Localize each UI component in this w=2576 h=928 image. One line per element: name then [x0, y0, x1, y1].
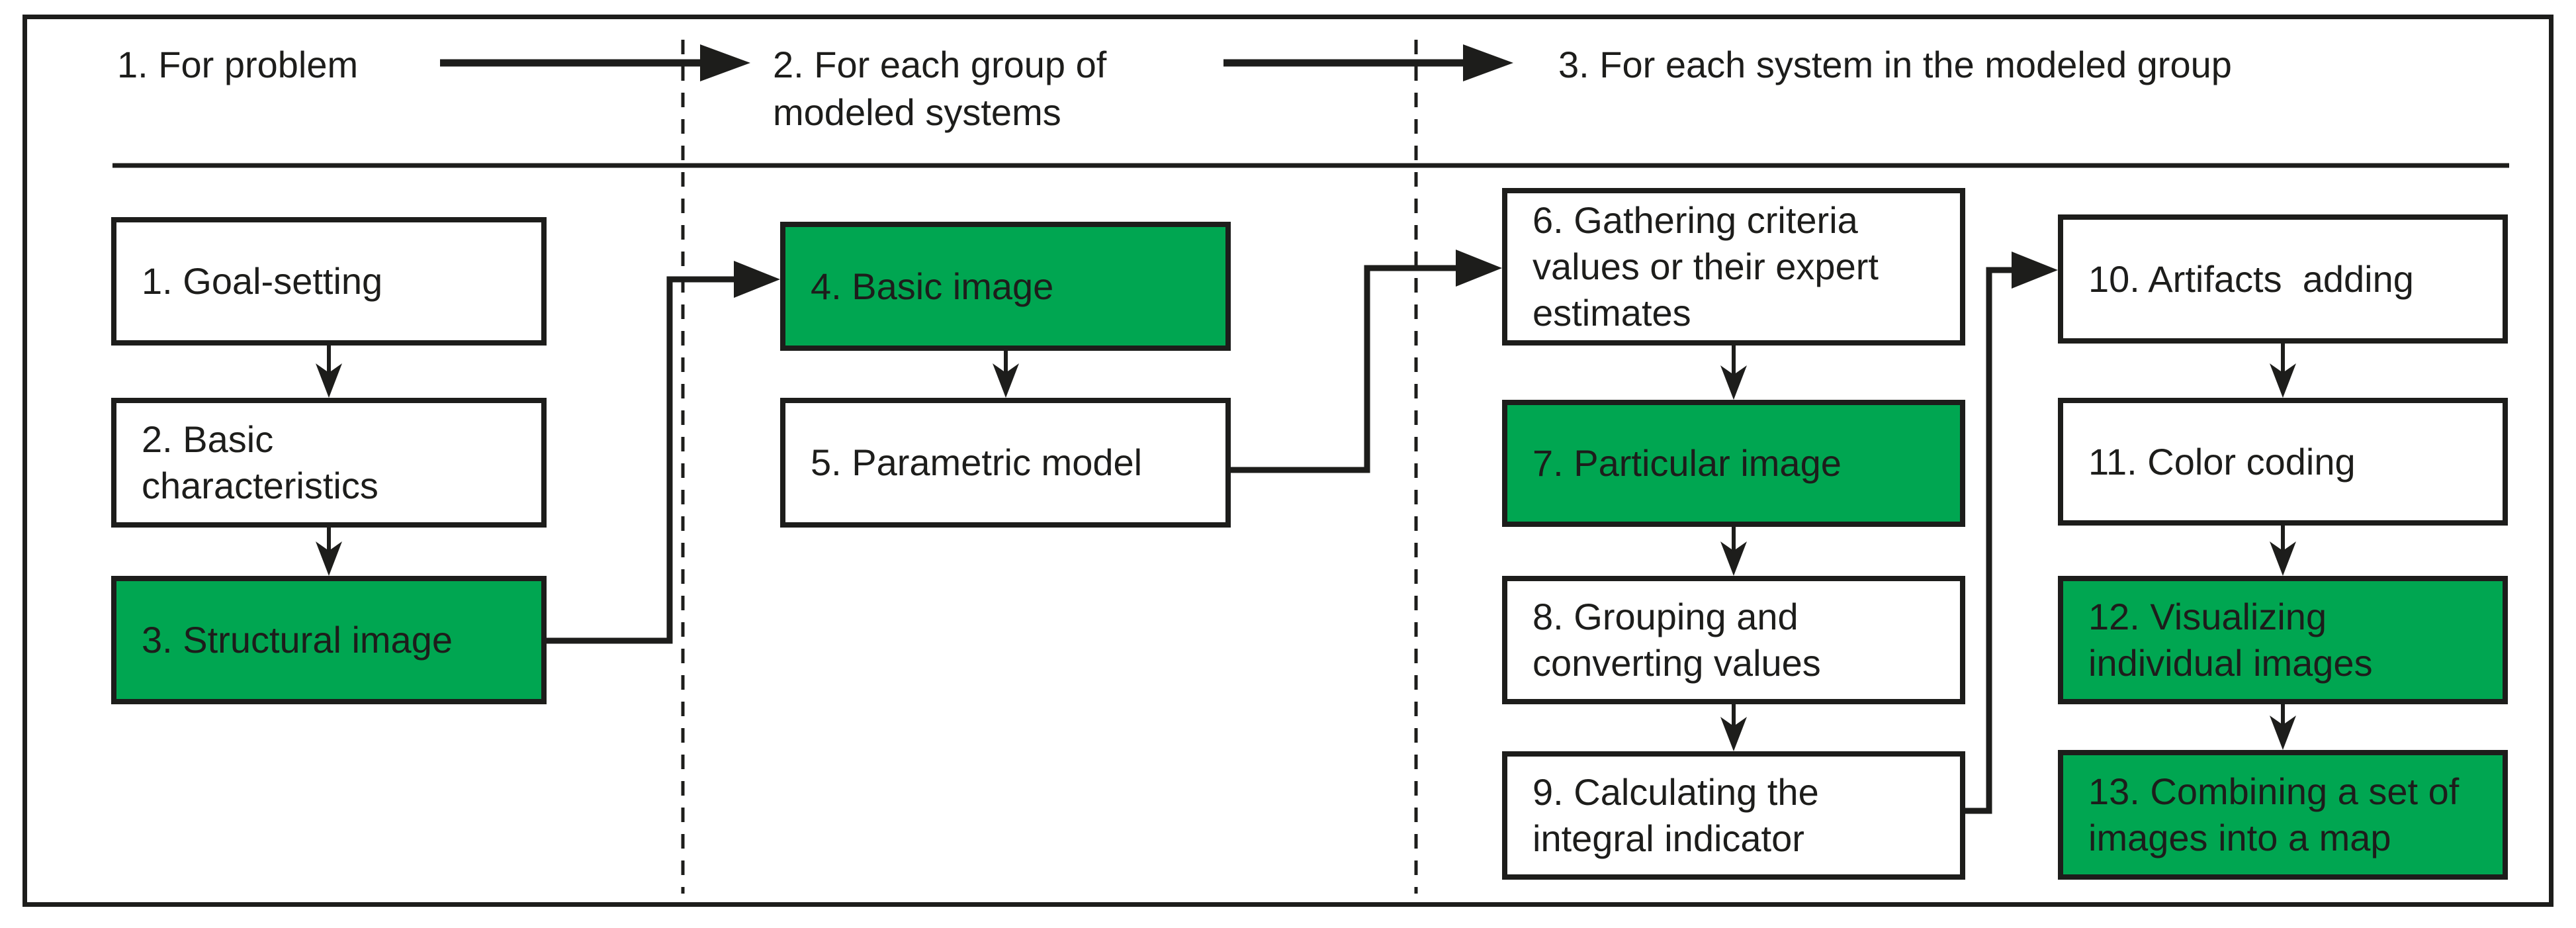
box-10-artifacts-adding: 10. Artifacts adding — [2058, 214, 2508, 344]
phase-label-2: 2. For each group of modeled systems — [773, 44, 1107, 133]
box-label: 5. Parametric model — [811, 441, 1143, 483]
box-1-goal-setting: 1. Goal-setting — [111, 217, 547, 346]
arrow-phase-1-2 — [440, 44, 750, 81]
box-4-basic-image: 4. Basic image — [780, 222, 1231, 351]
connector-box9-box10 — [1965, 252, 2058, 814]
arrow-box8-box9 — [1720, 704, 1747, 751]
arrow-box6-box7 — [1720, 346, 1747, 400]
connector-line — [1965, 267, 2017, 814]
arrowhead-icon — [316, 363, 342, 398]
box-label: 9. Calculating the integral indicator — [1532, 771, 1819, 859]
arrowhead-icon — [1720, 541, 1747, 576]
arrow-box7-box8 — [1720, 527, 1747, 576]
box-label: 12. Visualizing individual images — [2088, 596, 2373, 684]
arrow-box2-box3 — [316, 528, 342, 576]
arrowhead-icon — [700, 44, 750, 81]
arrow-box10-box11 — [2270, 344, 2296, 398]
box-label: 8. Grouping and converting values — [1532, 596, 1821, 684]
connector-box5-box6 — [1231, 250, 1502, 473]
box-3-structural-image: 3. Structural image — [111, 576, 547, 704]
connector-line — [1231, 265, 1462, 473]
arrow-box11-box12 — [2270, 526, 2296, 576]
arrowhead-icon — [2270, 541, 2296, 576]
box-11-color-coding: 11. Color coding — [2058, 398, 2508, 526]
arrow-box1-box2 — [316, 346, 342, 398]
phase-label-3: 3. For each system in the modeled group — [1558, 44, 2232, 85]
box-5-parametric-model: 5. Parametric model — [780, 398, 1231, 528]
box-label: 1. Goal-setting — [142, 260, 383, 302]
box-label: 7. Particular image — [1532, 442, 1842, 484]
arrowhead-icon — [734, 261, 780, 298]
box-8-grouping-converting: 8. Grouping and converting values — [1502, 576, 1965, 704]
arrowhead-icon — [1720, 365, 1747, 400]
box-9-integral-indicator: 9. Calculating the integral indicator — [1502, 751, 1965, 880]
arrowhead-icon — [2270, 716, 2296, 750]
outer-border — [22, 15, 2554, 907]
box-label: 4. Basic image — [811, 265, 1054, 307]
box-label: 6. Gathering criteria values or their ex… — [1532, 199, 1879, 334]
box-label: 3. Structural image — [142, 619, 453, 661]
arrow-box4-box5 — [993, 351, 1019, 398]
arrowhead-icon — [1456, 250, 1502, 287]
arrow-phase-2-3 — [1223, 44, 1513, 81]
box-label: 2. Basic characteristics — [142, 418, 378, 506]
arrow-box12-box13 — [2270, 704, 2296, 750]
box-7-particular-image: 7. Particular image — [1502, 400, 1965, 527]
arrowhead-icon — [993, 363, 1019, 398]
connector-box3-box4 — [547, 261, 780, 644]
box-13-combining-map: 13. Combining a set of images into a map — [2058, 750, 2508, 880]
box-12-visualizing-images: 12. Visualizing individual images — [2058, 576, 2508, 704]
arrowhead-icon — [316, 541, 342, 576]
box-6-gathering-criteria: 6. Gathering criteria values or their ex… — [1502, 188, 1965, 346]
arrowhead-icon — [2012, 252, 2058, 289]
phase-label-1: 1. For problem — [117, 44, 359, 85]
box-label: 11. Color coding — [2088, 440, 2356, 483]
arrowhead-icon — [2270, 363, 2296, 398]
box-label: 10. Artifacts adding — [2088, 257, 2414, 300]
arrowhead-icon — [1720, 717, 1747, 751]
box-label: 13. Combining a set of images into a map — [2088, 770, 2460, 858]
connector-line — [547, 276, 738, 644]
box-2-basic-characteristics: 2. Basic characteristics — [111, 398, 547, 528]
arrowhead-icon — [1463, 44, 1513, 81]
